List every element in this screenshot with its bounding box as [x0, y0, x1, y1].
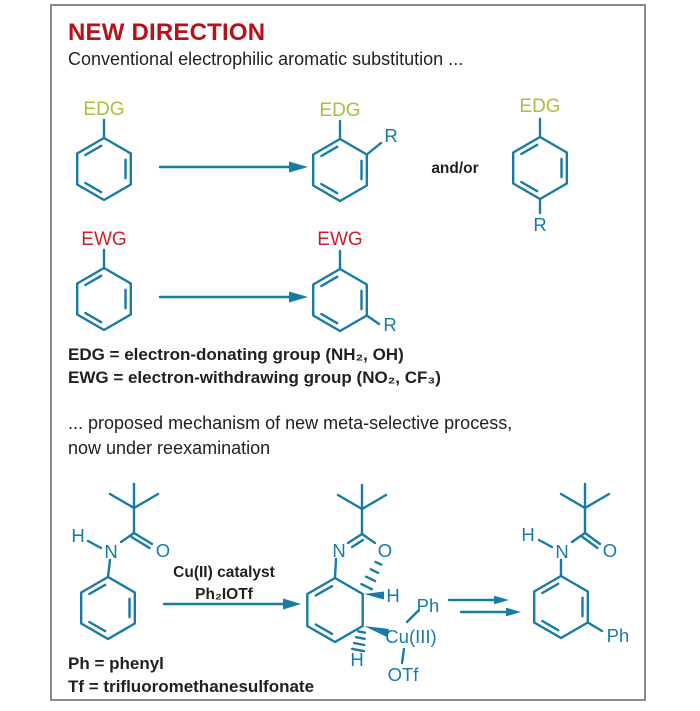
mechanism-intro-line1: ... proposed mechanism of new meta-selec… — [68, 413, 513, 433]
and-or-label: and/or — [431, 160, 478, 177]
ewg-meta-product-structure: EWG R — [312, 229, 397, 335]
product-h-label: H — [521, 524, 534, 545]
intermediate-otf-label: OTf — [388, 664, 420, 685]
mech-product-structure: H N O Ph — [521, 482, 630, 646]
ewg-definition: EWG = electron-withdrawing group (NO₂, C… — [68, 368, 441, 387]
double-arrow — [447, 595, 521, 617]
edg-label-substrate: EDG — [83, 99, 124, 120]
mechanism-intro: ... proposed mechanism of new meta-selec… — [68, 411, 512, 461]
edg-reaction-arrow — [158, 161, 308, 173]
mechanism-intro-line2: now under reexamination — [68, 438, 271, 458]
mech-substrate-structure: H N O — [71, 482, 170, 641]
catalyst-label: Cu(II) catalyst — [173, 564, 275, 581]
edg-substrate-structure: EDG — [76, 99, 132, 202]
product-o-label: O — [603, 540, 617, 561]
ewg-substrate-structure: EWG — [76, 229, 132, 332]
ph-definition: Ph = phenyl — [68, 654, 164, 673]
group-definitions: EDG = electron-donating group (NH₂, OH) … — [68, 343, 441, 389]
tf-definition: Tf = trifluoromethanesulfonate — [68, 677, 315, 696]
edg-label-para: EDG — [519, 96, 560, 117]
r-label-para: R — [533, 214, 546, 235]
mech-intermediate-structure: N O H H Cu(III) Ph OTf — [306, 483, 440, 685]
intermediate-o-label: O — [378, 540, 392, 561]
mechanism-definitions: Ph = phenyl Tf = trifluoromethanesulfona… — [68, 652, 314, 698]
intermediate-h-ring-label: H — [386, 585, 399, 606]
intermediate-cu-label: Cu(III) — [385, 626, 436, 647]
r-label-ortho: R — [384, 125, 397, 146]
edg-para-product-structure: EDG R — [512, 96, 568, 235]
substrate-h-label: H — [71, 525, 84, 546]
edg-label-ortho: EDG — [319, 100, 360, 121]
substrate-o-label: O — [156, 540, 170, 561]
reagent-label: Ph₂IOTf — [195, 586, 254, 603]
product-n-label: N — [555, 541, 568, 562]
panel-subtitle: Conventional electrophilic aromatic subs… — [68, 49, 464, 69]
edg-definition: EDG = electron-donating group (NH₂, OH) — [68, 345, 404, 364]
ewg-label-meta: EWG — [317, 229, 362, 250]
intermediate-n-label: N — [332, 540, 345, 561]
ewg-reaction-arrow — [158, 291, 308, 303]
r-label-meta: R — [383, 314, 396, 335]
edg-ortho-product-structure: EDG R — [312, 100, 398, 203]
product-ph-label: Ph — [607, 625, 630, 646]
panel-title: NEW DIRECTION — [68, 19, 266, 46]
substrate-n-label: N — [104, 541, 117, 562]
mech-reaction-arrow: Cu(II) catalyst Ph₂IOTf — [162, 564, 301, 610]
intermediate-h-axial-label: H — [350, 649, 363, 670]
intermediate-ph-label: Ph — [417, 595, 440, 616]
ewg-label-substrate: EWG — [81, 229, 126, 250]
